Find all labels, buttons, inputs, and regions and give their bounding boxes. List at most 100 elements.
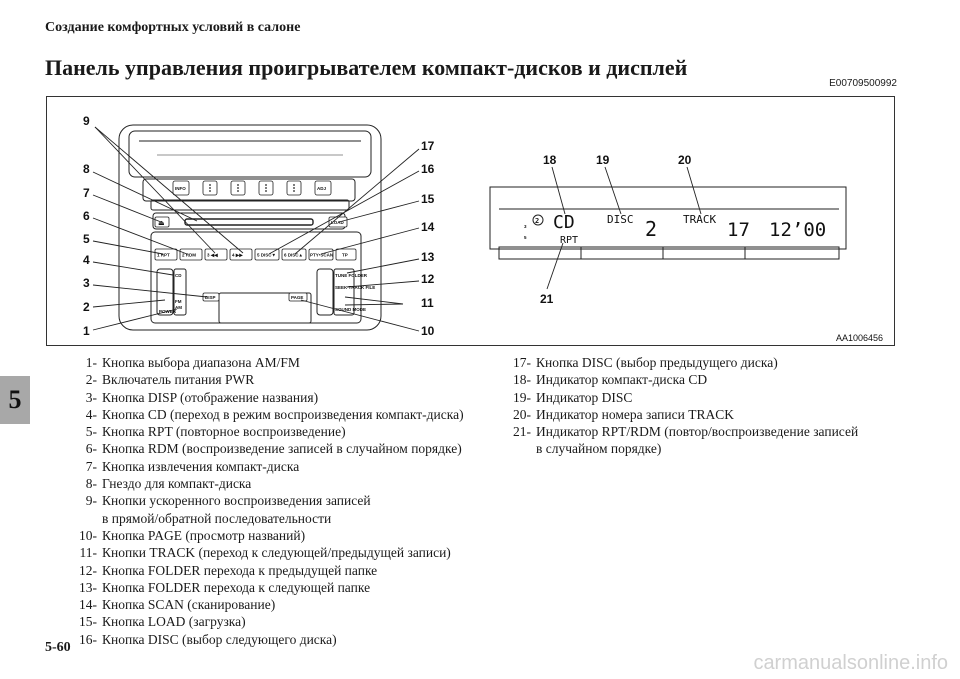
callout-6: 6 (83, 209, 90, 223)
legend-item: 19-Индикатор DISC (513, 389, 633, 405)
chapter-tab: 5 (0, 376, 30, 424)
callout-15: 15 (421, 192, 435, 206)
legend-item: 14-Кнопка SCAN (сканирование) (79, 597, 276, 613)
legend-item: 4-Кнопка CD (переход в режим воспроизвед… (85, 406, 464, 422)
legend-item: 9-Кнопки ускоренного воспроизведения зап… (85, 493, 371, 509)
callout-2: 2 (83, 300, 90, 314)
page-button[interactable] (288, 292, 308, 302)
lower-display (218, 292, 312, 324)
info-button[interactable] (172, 180, 190, 196)
legend-item: 13-Кнопка FOLDER перехода к следующей па… (79, 579, 371, 595)
pty-scan-label: PTY•SCAN (310, 253, 333, 258)
legend-item: 1-Кнопка выбора диапазона AM/FM (85, 355, 300, 370)
callout-1: 1 (83, 324, 90, 338)
pty-scan-button[interactable] (308, 248, 334, 261)
legend-item: 21-Индикатор RPT/RDM (повтор/воспроизвед… (513, 424, 859, 440)
eject-button[interactable] (154, 216, 170, 228)
callout-3: 3 (83, 276, 90, 290)
preset-5-label: 5 DISC▼ (257, 253, 276, 258)
lcd-disc-indicator: DISC (607, 213, 634, 226)
callout-8: 8 (83, 162, 90, 176)
legend-right: 17-Кнопка DISC (выбор предыдущего диска)… (492, 354, 902, 458)
load-label: LOAD (331, 220, 344, 225)
preset-6-label: 6 DISC▲ (284, 253, 303, 258)
legend-item: 3-Кнопка DISP (отображение названия) (85, 389, 319, 405)
lcd-time: 12’00 (769, 219, 826, 241)
callout-5: 5 (83, 232, 90, 246)
sound-mode-label: SOUND MODE (335, 307, 366, 312)
adj-button[interactable] (314, 180, 332, 196)
lcd-track-indicator: TRACK (683, 213, 716, 226)
figure-code: AA1006456 (836, 333, 883, 343)
tp-button[interactable] (335, 248, 357, 261)
tp-label: TP (342, 253, 348, 258)
lcd-band-bottom: 5 (524, 235, 527, 240)
preset-3-rewind-button[interactable] (204, 248, 228, 261)
preset-6-disc-up-button[interactable] (281, 248, 307, 261)
top-display-window (128, 130, 372, 178)
callout-17: 17 (421, 139, 435, 153)
cd-player-illustration: INFO ADJ ⏏ LOAD 1 RPT 2 RDM 3 ◀◀ 4 ▶▶ 5 … (83, 114, 883, 343)
legend-item: 20-Индикатор номера записи TRACK (513, 406, 734, 422)
eject-icon: ⏏ (158, 219, 165, 227)
page-title: Панель управления проигрывателем компакт… (45, 55, 688, 80)
legend-item: 8-Гнездо для компакт-диска (85, 476, 252, 492)
callout-21: 21 (540, 292, 554, 306)
legend-left: 1-Кнопка выбора диапазона AM/FM 2-Включа… (58, 354, 488, 648)
callout-20: 20 (678, 153, 692, 167)
preset-1-rpt-button[interactable] (154, 248, 178, 261)
info-label: INFO (175, 186, 186, 191)
lcd-circle-indicator (532, 214, 544, 226)
callout-18: 18 (543, 153, 557, 167)
legend-item: 7-Кнопка извлечения компакт-диска (85, 458, 300, 474)
callout-9: 9 (83, 114, 90, 128)
preset-4-forward-button[interactable] (229, 248, 253, 261)
seek-track-file-label: SEEK TRACK FILE (335, 285, 375, 290)
legend-item: 6-Кнопка RDM (воспроизведение записей в … (85, 441, 462, 457)
callout-13: 13 (421, 250, 435, 264)
disp-label: DISP (205, 295, 216, 300)
button-strip (142, 178, 356, 202)
running-head: Создание комфортных условий в салоне (45, 20, 301, 35)
fm-button-label: FM (175, 299, 182, 304)
preset-2-label: 2 RDM (182, 253, 196, 258)
cd-button-label: CD (175, 273, 182, 278)
callout-14: 14 (421, 220, 435, 234)
preset-3-label: 3 ◀◀ (207, 253, 218, 258)
control-section (150, 231, 362, 324)
preset-4-label: 4 ▶▶ (232, 253, 244, 258)
lcd-display-outline (489, 186, 847, 250)
lcd-track-number: 17 (727, 219, 750, 241)
callout-7: 7 (83, 186, 90, 200)
legend-item: 11-Кнопки TRACK (переход к следующей/пре… (79, 545, 451, 561)
document-code: E00709500992 (829, 78, 897, 89)
legend-item-continuation: в случайном порядке) (536, 441, 662, 457)
legend-item: 10-Кнопка PAGE (просмотр названий) (79, 527, 306, 543)
cd-player-figure: INFO ADJ ⏏ LOAD 1 RPT 2 RDM 3 ◀◀ 4 ▶▶ 5 … (46, 96, 895, 346)
legend-item: 17-Кнопка DISC (выбор предыдущего диска) (513, 355, 778, 370)
preset-2-rdm-button[interactable] (179, 248, 203, 261)
page-number: 5-60 (45, 640, 71, 655)
legend-item: 5-Кнопка RPT (повторное воспроизведение) (85, 424, 346, 440)
lcd-rpt-indicator: RPT (560, 235, 578, 246)
page-label: PAGE (291, 295, 303, 300)
lcd-segment-bar (498, 246, 840, 260)
callout-19: 19 (596, 153, 610, 167)
cd-slot-housing (152, 212, 346, 230)
tune-knob (316, 268, 334, 316)
legend-item: 16-Кнопка DISC (выбор следующего диска) (79, 631, 337, 647)
lcd-cd-indicator: CD (553, 212, 575, 233)
adj-label: ADJ (317, 186, 326, 191)
watermark: carmanualsonline.info (753, 652, 948, 674)
lcd-circled-number: 2 (535, 217, 539, 225)
head-unit-outline (118, 124, 382, 331)
legend-item-continuation: в прямой/обратной последовательности (102, 510, 332, 526)
legend-item: 18-Индикатор компакт-диска CD (513, 372, 708, 388)
callout-12: 12 (421, 272, 435, 286)
legend-item: 2-Включатель питания PWR (85, 372, 255, 388)
callout-16: 16 (421, 162, 435, 176)
preset-1-label: 1 RPT (157, 253, 170, 258)
legend-item: 12-Кнопка FOLDER перехода к предыдущей п… (79, 562, 378, 578)
lcd-band-top: 3 (524, 224, 527, 229)
tune-folder-label: TUNE FOLDER (335, 273, 368, 278)
